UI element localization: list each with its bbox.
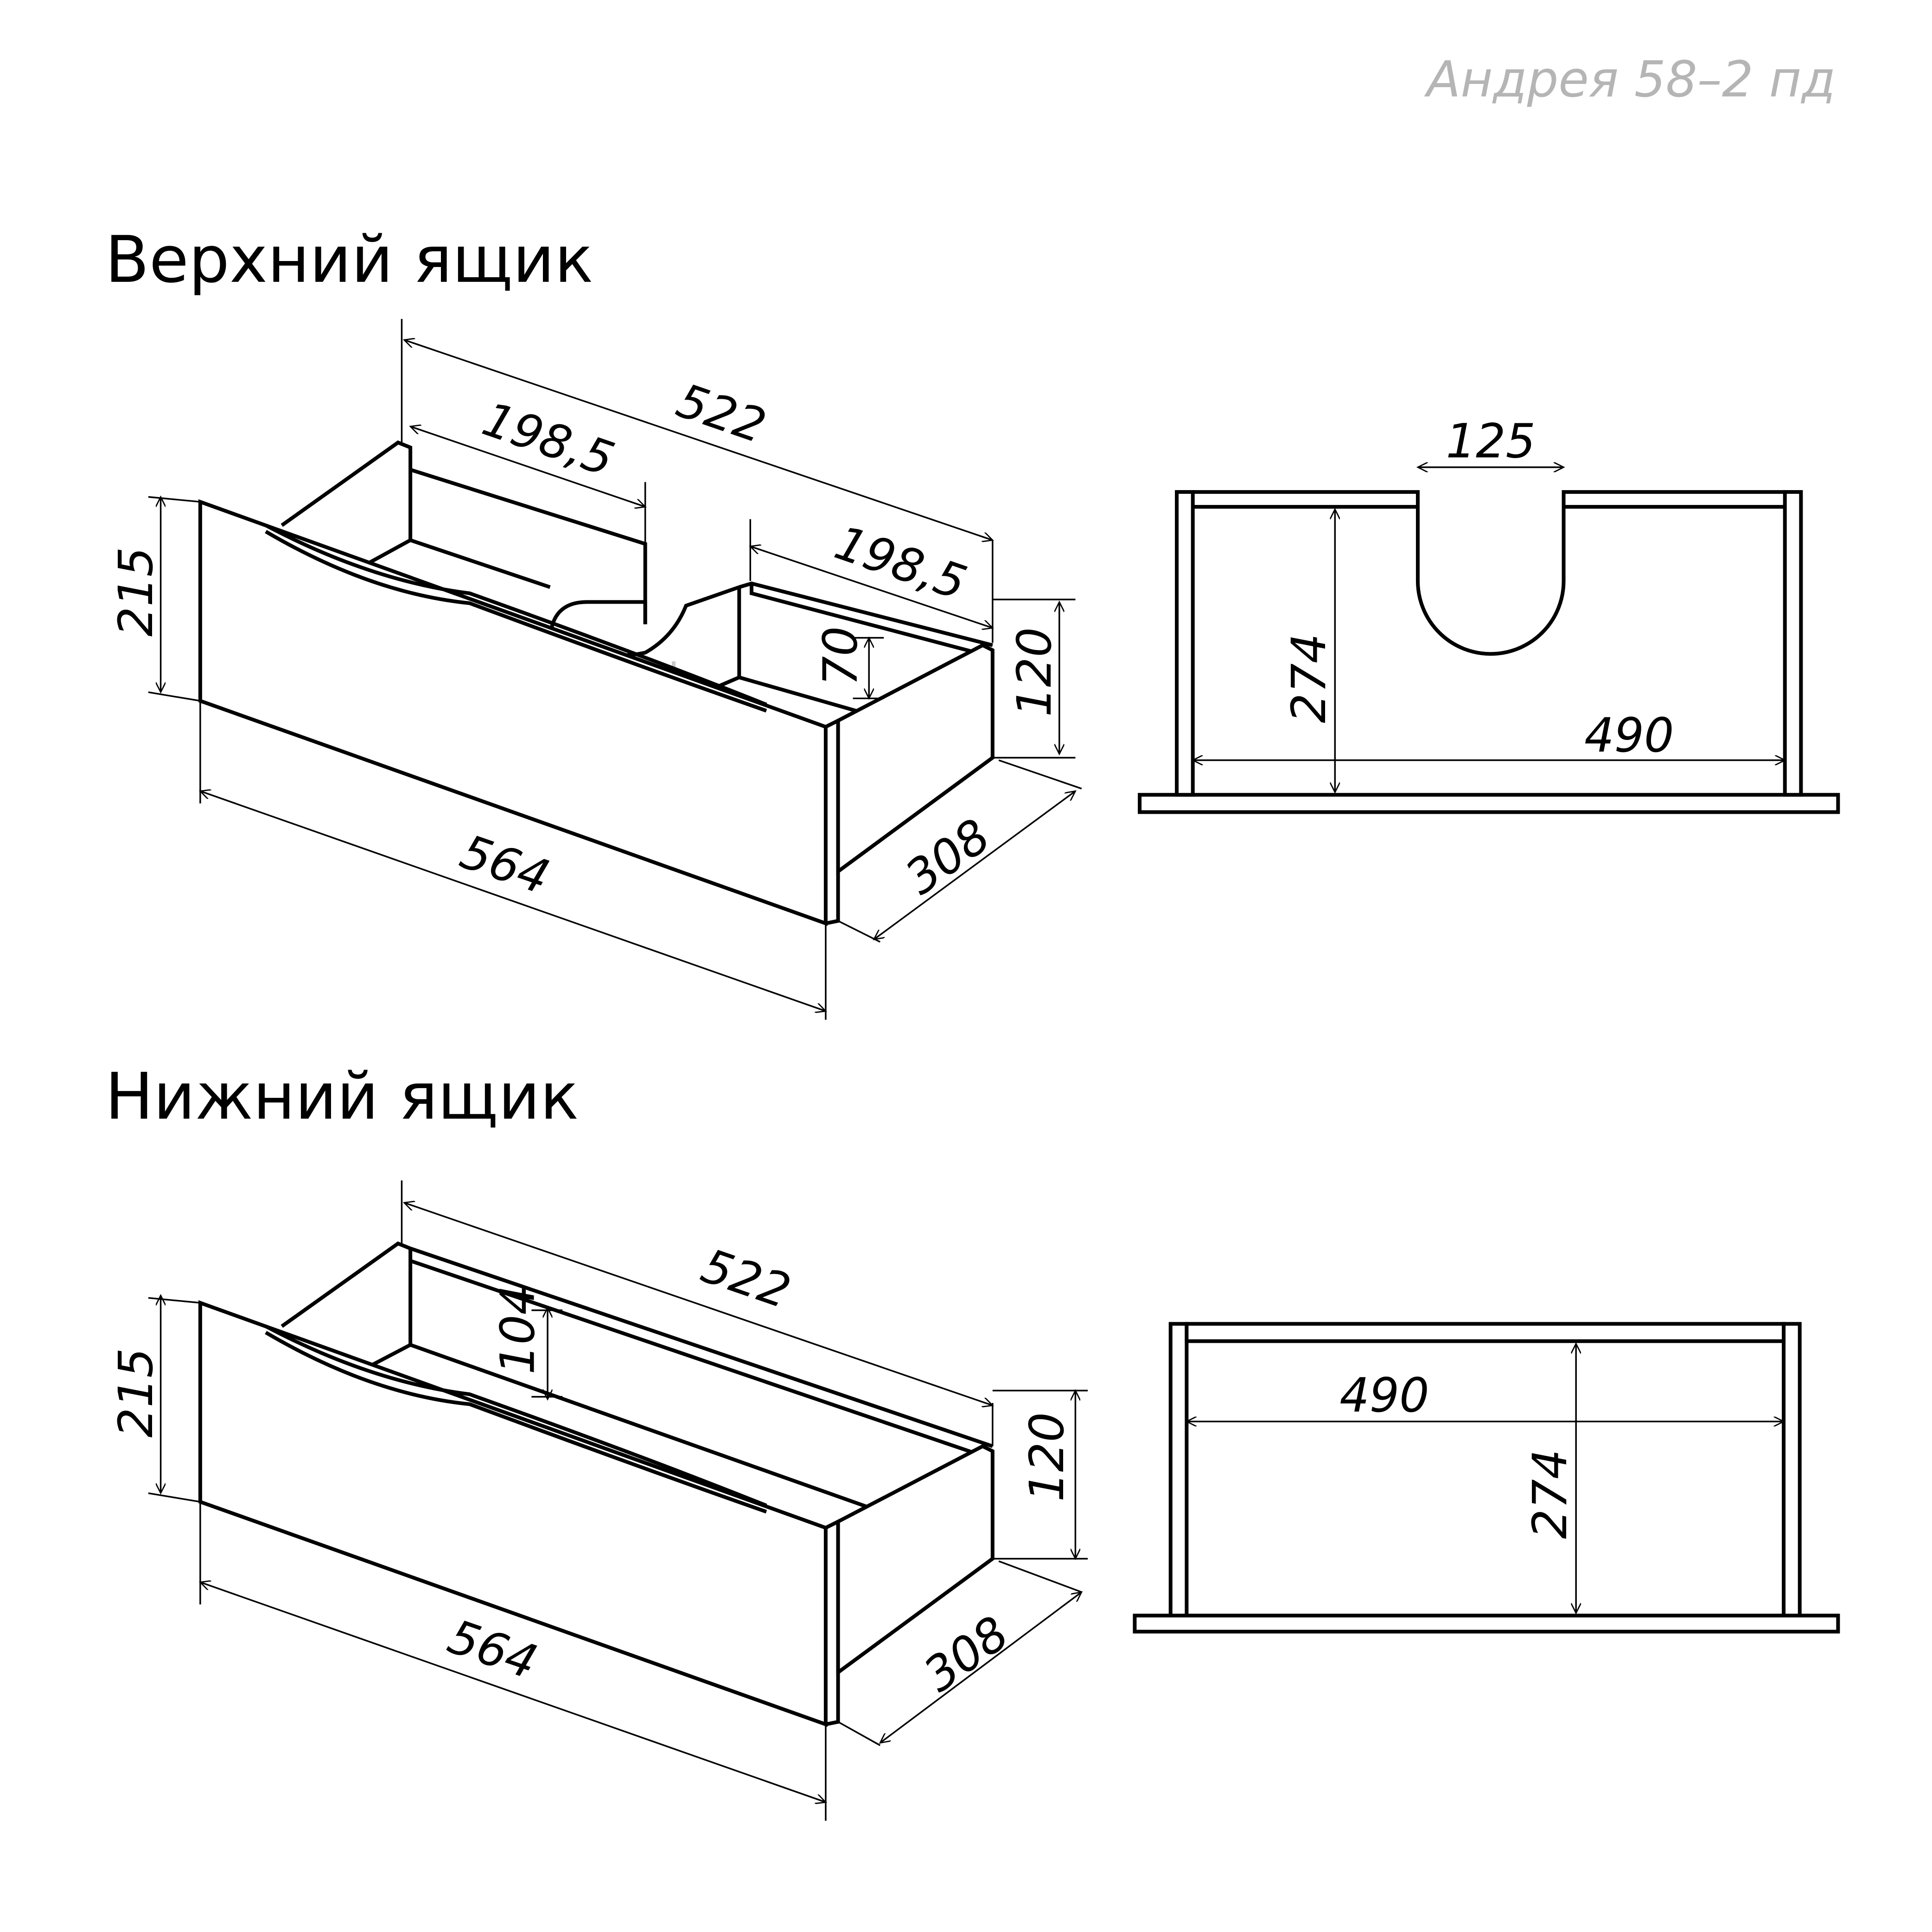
dim-522: 522 <box>670 373 772 454</box>
dim-564: 564 <box>454 824 556 905</box>
lower-drawer-section: Нижний ящик 522 104 215 120 564 308 490 … <box>105 1059 1840 1821</box>
dim-308: 308 <box>914 1606 1019 1702</box>
dim-274: 274 <box>1523 1449 1577 1539</box>
dim-125: 125 <box>1446 414 1536 468</box>
lower-title: Нижний ящик <box>105 1059 579 1134</box>
dim-490: 490 <box>1584 708 1674 763</box>
dim-104: 104 <box>491 1285 545 1374</box>
dim-215: 215 <box>108 547 163 637</box>
lower-iso-drawing <box>198 1241 995 1727</box>
dim-120: 120 <box>1020 1412 1074 1502</box>
upper-iso-dimensions: 522 198,5 198,5 215 120 70 564 308 <box>108 319 1082 1020</box>
upper-title: Верхний ящик <box>105 222 593 297</box>
upper-front-view: 125 274 490 <box>1138 414 1840 814</box>
dim-70: 70 <box>813 626 868 686</box>
dim-522: 522 <box>695 1238 797 1319</box>
dim-308: 308 <box>895 808 1000 905</box>
dim-274: 274 <box>1282 633 1336 723</box>
upper-drawer-section: Верхний ящик 522 198,5 198,5 215 120 70 … <box>105 222 1840 1020</box>
lower-front-view: 490 274 <box>1133 1322 1840 1634</box>
dim-564: 564 <box>441 1609 544 1690</box>
watermark: Андрея 58–2 пд <box>1424 51 1836 108</box>
dim-490: 490 <box>1339 1368 1429 1423</box>
upper-iso-drawing <box>198 440 995 926</box>
dim-215: 215 <box>108 1348 163 1437</box>
dim-120: 120 <box>1007 627 1062 717</box>
